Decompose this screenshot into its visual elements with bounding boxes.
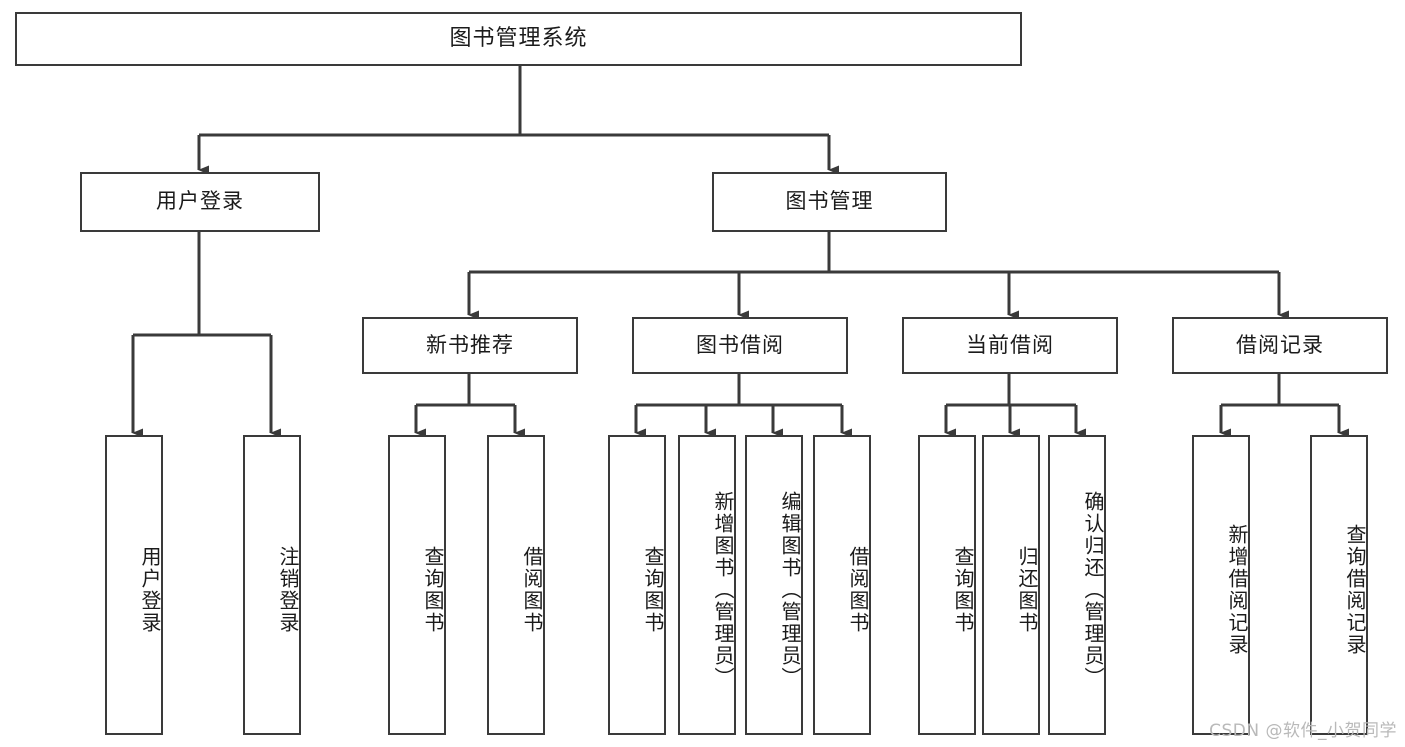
leaf-node[interactable]: 用户登录 [105, 435, 163, 735]
edges-group [131, 66, 1349, 438]
leaf-node[interactable]: 借阅图书 [487, 435, 545, 735]
node-root-system[interactable]: 图书管理系统 [15, 12, 1022, 66]
leaf-node[interactable]: 注销登录 [243, 435, 301, 735]
leaf-node[interactable]: 借阅图书 [813, 435, 871, 735]
leaf-node[interactable]: 新增图书（管理员） [678, 435, 736, 735]
node-borrow-record[interactable]: 借阅记录 [1172, 317, 1388, 374]
leaf-node[interactable]: 查询图书 [608, 435, 666, 735]
leaf-node[interactable]: 新增借阅记录 [1192, 435, 1250, 735]
leaf-node[interactable]: 查询图书 [918, 435, 976, 735]
leaf-node[interactable]: 编辑图书（管理员） [745, 435, 803, 735]
node-book-management[interactable]: 图书管理 [712, 172, 947, 232]
leaf-node[interactable]: 查询借阅记录 [1310, 435, 1368, 735]
node-book-borrow[interactable]: 图书借阅 [632, 317, 848, 374]
node-user-login[interactable]: 用户登录 [80, 172, 320, 232]
leaf-node[interactable]: 查询图书 [388, 435, 446, 735]
leaf-node[interactable]: 归还图书 [982, 435, 1040, 735]
node-current-borrow[interactable]: 当前借阅 [902, 317, 1118, 374]
leaf-node[interactable]: 确认归还（管理员） [1048, 435, 1106, 735]
csdn-watermark: CSDN @软件_小贺同学 [1209, 721, 1397, 741]
node-new-book-recommend[interactable]: 新书推荐 [362, 317, 578, 374]
